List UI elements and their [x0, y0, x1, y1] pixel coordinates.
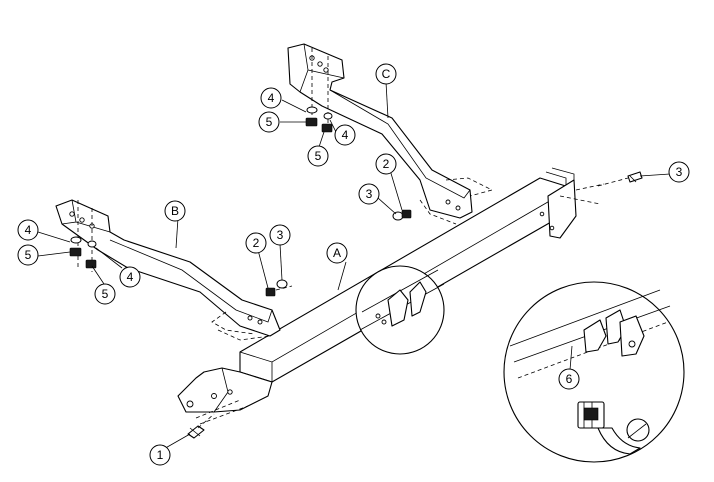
- svg-text:A: A: [333, 246, 341, 260]
- svg-text:5: 5: [315, 149, 322, 163]
- svg-text:1: 1: [157, 448, 164, 462]
- callout-5-left-outer: 5: [17, 244, 39, 266]
- detail-circle-towball: [503, 281, 685, 463]
- callout-6: 6: [558, 368, 580, 390]
- callout-2-mid: 2: [245, 232, 267, 254]
- top-fasteners: [305, 106, 333, 133]
- svg-text:6: 6: [566, 372, 573, 386]
- callout-b: B: [164, 200, 186, 222]
- svg-text:B: B: [171, 204, 179, 218]
- callout-5-top-outer: 5: [258, 111, 280, 133]
- callout-2-right: 2: [375, 153, 397, 175]
- svg-text:C: C: [382, 67, 391, 81]
- callout-4-top-inner: 4: [334, 124, 356, 146]
- bracket-b: [55, 199, 281, 341]
- svg-text:4: 4: [127, 270, 134, 284]
- callout-3-far-right: 3: [668, 161, 690, 183]
- callout-4-top-outer: 4: [260, 87, 282, 109]
- bolt-1: [187, 413, 215, 439]
- svg-text:5: 5: [25, 248, 32, 262]
- svg-text:2: 2: [253, 236, 260, 250]
- callout-3-mid: 3: [269, 224, 291, 246]
- right-fasteners: [392, 209, 412, 221]
- mid-fasteners: [265, 279, 293, 297]
- svg-text:3: 3: [676, 165, 683, 179]
- svg-text:4: 4: [342, 128, 349, 142]
- svg-text:2: 2: [383, 157, 390, 171]
- left-fasteners: [69, 236, 97, 269]
- callout-5-left-inner: 5: [94, 283, 116, 305]
- bolt-far-right: [597, 171, 643, 187]
- callout-1: 1: [149, 444, 171, 466]
- callout-5-top-inner: 5: [307, 145, 329, 167]
- svg-text:3: 3: [277, 228, 284, 242]
- svg-text:4: 4: [268, 91, 275, 105]
- callout-4-left-outer: 4: [17, 219, 39, 241]
- svg-text:4: 4: [25, 223, 32, 237]
- callout-c: C: [375, 63, 397, 85]
- svg-text:5: 5: [266, 115, 273, 129]
- svg-text:5: 5: [102, 287, 109, 301]
- callout-3-right-nut: 3: [358, 183, 380, 205]
- callout-4-left-inner: 4: [119, 266, 141, 288]
- leader-lines: [37, 81, 671, 451]
- svg-text:3: 3: [366, 187, 373, 201]
- detail-circle-crossbar: [355, 265, 445, 355]
- callout-a: A: [326, 242, 348, 264]
